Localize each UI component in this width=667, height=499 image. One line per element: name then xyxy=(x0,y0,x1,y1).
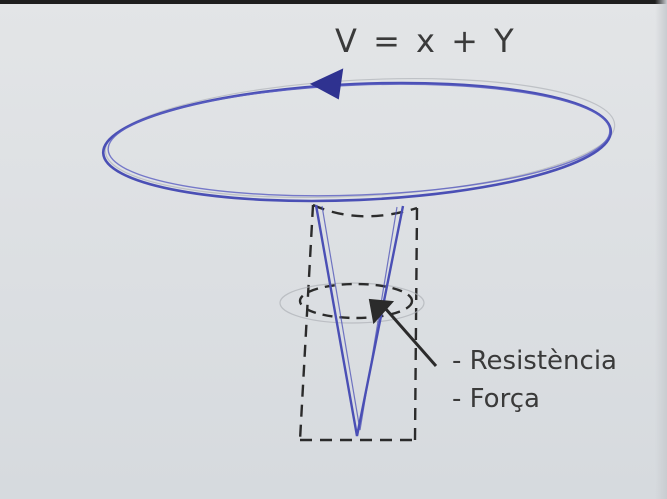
label-pointer-line xyxy=(383,307,438,367)
force-label: - Força xyxy=(452,384,540,414)
force-arrow-icon xyxy=(368,298,395,325)
resistance-label: - Resistència xyxy=(452,346,617,376)
equation-text: V = x + Y xyxy=(335,22,517,60)
cross-section-ellipse xyxy=(298,282,414,320)
vortex-cone xyxy=(314,204,405,437)
rotation-ellipse-overstroke xyxy=(107,83,611,197)
rotation-ellipse xyxy=(101,81,613,203)
top-border xyxy=(0,0,667,4)
paper-edge-shadow xyxy=(655,0,667,499)
rotation-arrow-icon xyxy=(309,68,344,100)
ellipse-pencil-guide xyxy=(104,77,616,199)
cross-section-pencil-ring xyxy=(279,282,425,324)
